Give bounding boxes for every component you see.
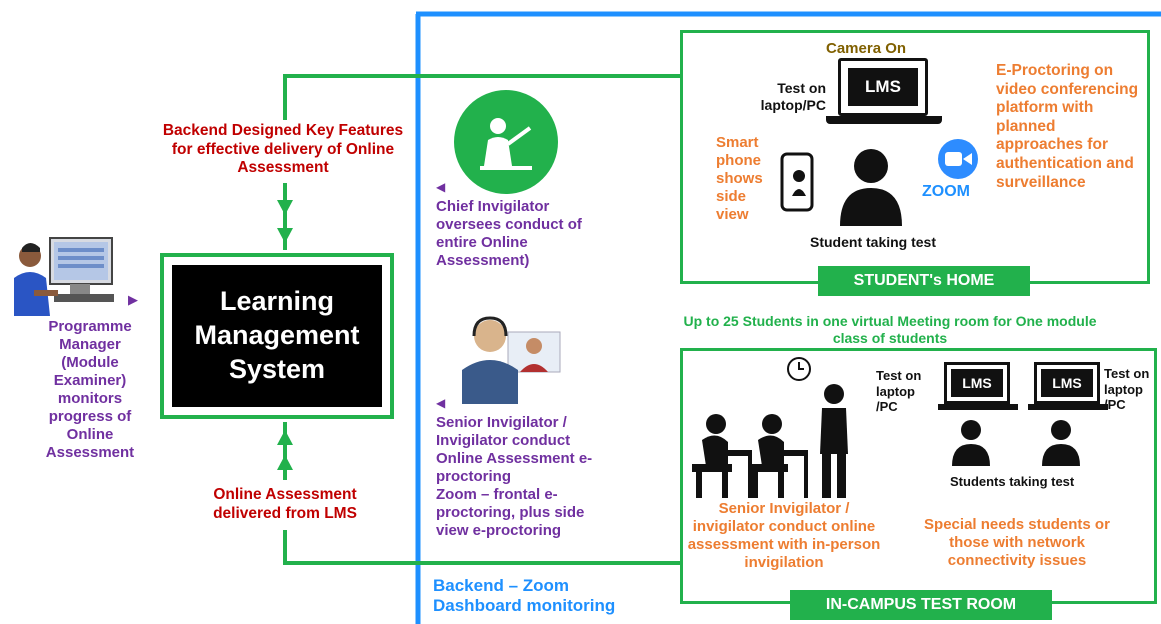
home-laptop-icon: LMS (826, 58, 942, 128)
backend-key-features-caption: Backend Designed Key Features for effect… (162, 122, 404, 177)
campus-test-on-right-label: Test on laptop /PC (1104, 366, 1150, 413)
clock-icon (787, 357, 811, 381)
smartphone-icon (780, 152, 814, 212)
programme-manager-arrow: ▶ (128, 292, 138, 307)
camera-on-label: Camera On (826, 40, 907, 57)
classroom-students-icon (692, 384, 848, 498)
campus-test-on-left-label: Test on laptop /PC (876, 368, 922, 415)
smartphone-label: Smart phone shows side view (716, 134, 763, 223)
campus-laptop-1-icon: LMS (938, 362, 1024, 416)
invigilator-headset-icon (462, 316, 561, 404)
home-laptop-screen: LMS (848, 68, 918, 106)
student-home-tag: STUDENT's HOME (818, 266, 1030, 296)
programme-manager-text: Programme Manager (Module Examiner) moni… (45, 318, 135, 461)
meeting-room-note: Up to 25 Students in one virtual Meeting… (683, 313, 1097, 346)
campus-laptop-2-screen: LMS (1041, 369, 1093, 397)
campus-senior-invigilator-text: Senior Invigilator / invigilator conduct… (687, 500, 881, 571)
chief-invigilator-text: Chief Invigilator oversees conduct of en… (436, 198, 582, 269)
zoom-label: ZOOM (922, 183, 970, 200)
campus-laptop-2-icon: LMS (1028, 362, 1114, 416)
campus-student-2-icon (1042, 420, 1080, 466)
online-assessment-delivered-caption: Online Assessment delivered from LMS (213, 486, 357, 522)
senior-invigilator-text: Senior Invigilator / Invigilator conduct… (436, 414, 593, 539)
eproctoring-text: E-Proctoring on video conferencing platf… (996, 62, 1139, 191)
student-taking-test-label: Student taking test (810, 234, 937, 250)
backend-zoom-caption: Backend – Zoom Dashboard monitoring (433, 576, 616, 616)
senior-invigilator-arrow: ◀ (436, 396, 446, 410)
lms-title: Learning Management System (172, 265, 382, 407)
chief-invigilator-arrow: ◀ (436, 180, 446, 194)
special-needs-text: Special needs students or those with net… (924, 516, 1110, 569)
programme-manager-icon (14, 237, 114, 316)
home-test-on-laptop-label: Test on laptop/PC (760, 80, 826, 113)
learning-management-system-box: Learning Management System (160, 253, 394, 419)
campus-student-1-icon (952, 420, 990, 466)
teacher-icon (454, 90, 558, 194)
student-person-icon (840, 149, 902, 226)
campus-laptop-1-screen: LMS (951, 369, 1003, 397)
zoom-camera-icon (938, 139, 978, 179)
in-campus-tag: IN-CAMPUS TEST ROOM (790, 590, 1052, 620)
students-taking-test-label: Students taking test (950, 474, 1075, 489)
